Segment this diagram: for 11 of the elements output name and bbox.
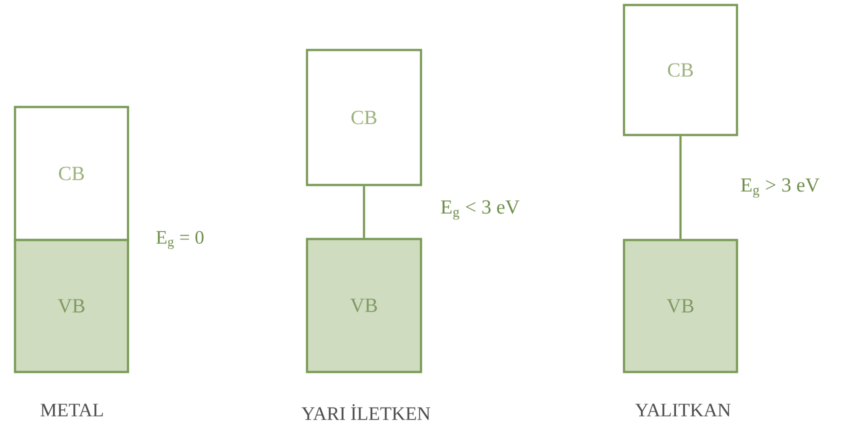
- band-box: CB: [14, 106, 130, 242]
- band-box: VB: [622, 238, 738, 374]
- band-gap-label: E$_{g}$ > 3 eV: [739, 177, 821, 199]
- band-box: VB: [306, 238, 422, 374]
- band-box: VB: [14, 238, 130, 374]
- band-gap-label: E$_{g}$ = 0: [156, 230, 204, 250]
- connector-line: [362, 186, 366, 238]
- band-box: CB: [306, 48, 422, 186]
- connector-line: [679, 136, 682, 239]
- band-box: CB: [622, 4, 738, 136]
- band-gap-label: E$_{g}$ < 3 eV: [439, 199, 521, 221]
